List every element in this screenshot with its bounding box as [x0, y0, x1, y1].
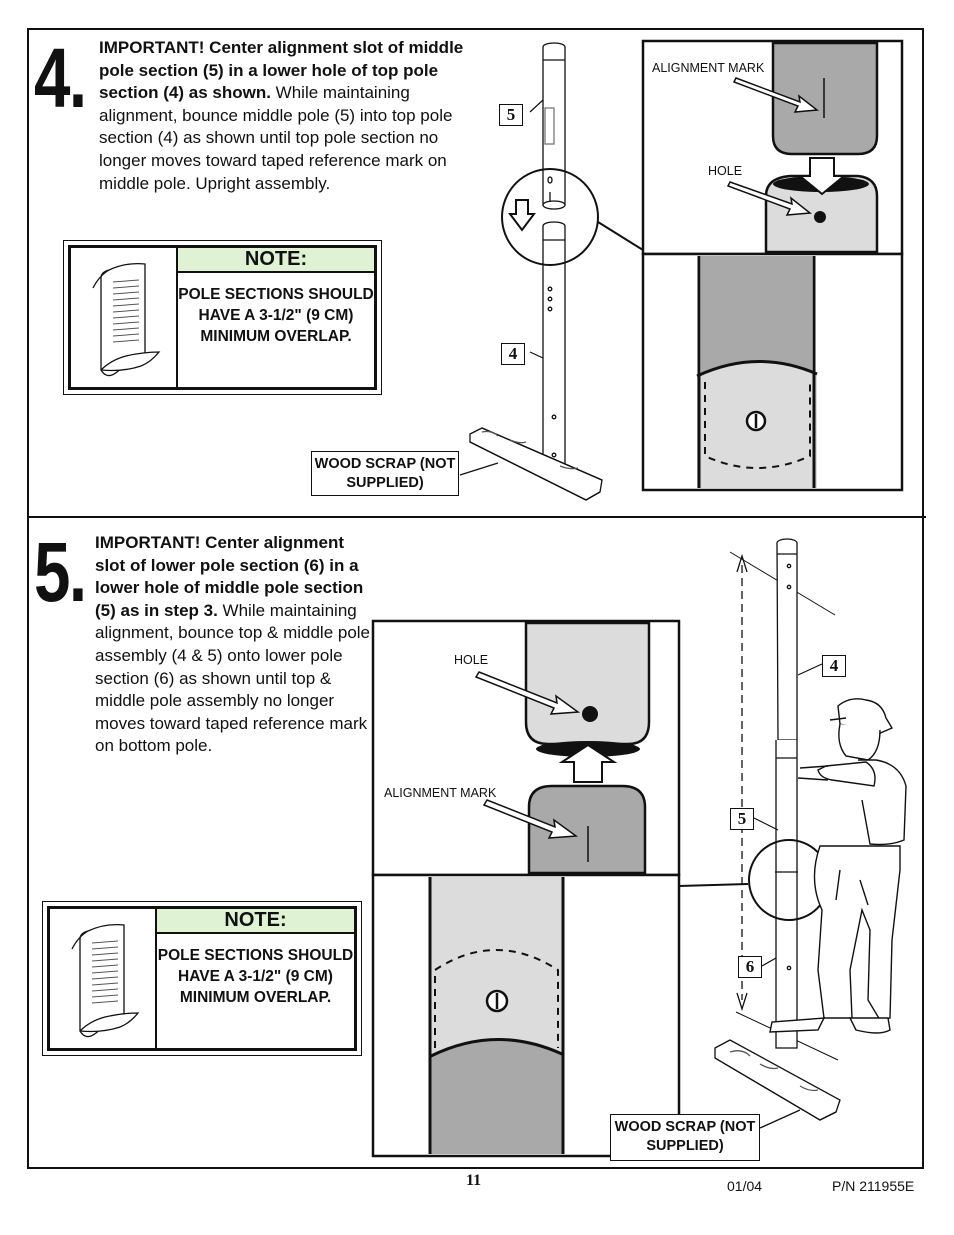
- step-5-instructions: IMPORTANT! Center alignment slot of lowe…: [95, 532, 370, 758]
- pole-section-5: [542, 42, 566, 210]
- note-text: POLE SECTIONS SHOULD HAVE A 3-1/2" (9 CM…: [157, 947, 354, 1006]
- note-text: POLE SECTIONS SHOULD HAVE A 3-1/2" (9 CM…: [178, 286, 374, 345]
- step-5-alignment-mark-label: ALIGNMENT MARK: [384, 786, 497, 800]
- part-number: P/N 211955E: [832, 1178, 915, 1194]
- step-4-alignment-mark-label: ALIGNMENT MARK: [652, 61, 765, 75]
- part-4-label: 4: [822, 655, 846, 677]
- part-5-label: 5: [730, 808, 754, 830]
- wood-scrap: [469, 427, 603, 501]
- part-6-label: 6: [738, 956, 762, 978]
- detail-panel-top: [641, 39, 904, 256]
- page-frame: [27, 28, 924, 1169]
- detail-panel-bottom-5: [371, 873, 681, 1158]
- wood-scrap-5: [714, 1039, 841, 1121]
- step-5-note: NOTE: POLE SECTIONS SHOULD HAVE A 3-1/2"…: [42, 901, 362, 1056]
- pole-assembly: [775, 538, 798, 1049]
- step-4-note: NOTE: POLE SECTIONS SHOULD HAVE A 3-1/2"…: [63, 240, 382, 395]
- detail-panel-bottom: [641, 252, 904, 492]
- step-4-number: 4.: [34, 31, 87, 125]
- step-4-instructions: IMPORTANT! Center alignment slot of midd…: [99, 37, 469, 195]
- down-arrow-icon: [508, 199, 536, 232]
- step-5-hole-label: HOLE: [454, 653, 489, 667]
- step-4-wood-scrap-callout: WOOD SCRAP (NOT SUPPLIED): [311, 451, 459, 496]
- step-5-body: While maintaining alignment, bounce top …: [95, 600, 371, 756]
- person-figure: [769, 698, 907, 1034]
- step-4-hole-label: HOLE: [708, 164, 743, 178]
- page-number: 11: [466, 1172, 482, 1189]
- step-4-important: IMPORTANT! Center alignment slot of midd…: [99, 38, 464, 103]
- part-4-label: 4: [501, 343, 525, 365]
- document-icon: [50, 909, 157, 1048]
- step-5-wood-scrap-callout: WOOD SCRAP (NOT SUPPLIED): [610, 1114, 760, 1161]
- step-5-number: 5.: [34, 525, 87, 619]
- step-divider: [27, 516, 926, 518]
- document-icon: [71, 248, 178, 387]
- step-5-important: IMPORTANT! Center alignment slot of lowe…: [95, 533, 364, 620]
- note-title: NOTE:: [157, 909, 354, 934]
- detail-panel-top-5: [371, 619, 681, 877]
- step-4-body: While maintaining alignment, bounce midd…: [99, 83, 453, 193]
- note-title: NOTE:: [178, 248, 374, 273]
- part-5-label: 5: [499, 104, 523, 126]
- step-4-illustration: [459, 39, 904, 501]
- revision-date: 01/04: [727, 1178, 763, 1194]
